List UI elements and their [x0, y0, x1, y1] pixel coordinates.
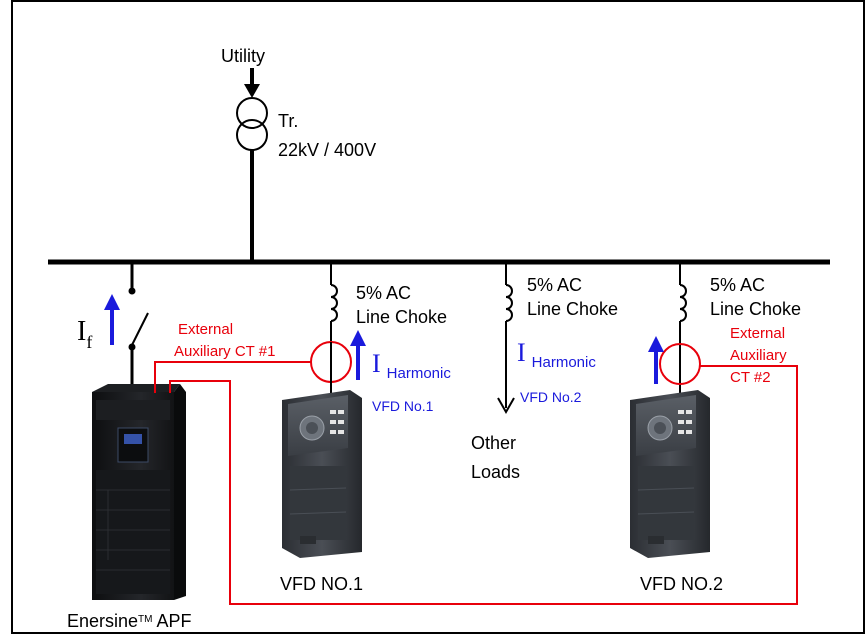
feeder2-choke-icon: [505, 284, 513, 322]
feeder3-choke-line2: Line Choke: [710, 299, 801, 319]
feeder3-choke-line1: 5% AC: [710, 275, 765, 295]
ct2-label-line1: External: [730, 325, 785, 342]
utility-arrow-icon: [244, 84, 260, 98]
ct1-label-line1: External: [178, 321, 233, 338]
vfd2-tag: VFD No.2: [520, 389, 582, 405]
transformer-name: Tr.: [278, 111, 298, 131]
diagram-frame: [11, 0, 865, 634]
apf-current-label: If: [77, 316, 92, 352]
vfd2-label: VFD NO.2: [640, 574, 723, 594]
vfd1-label: VFD NO.1: [280, 574, 363, 594]
feeder1-choke-line2: Line Choke: [356, 307, 447, 327]
ct2-icon: [659, 343, 701, 385]
vfd1-tag: VFD No.1: [372, 398, 434, 414]
transformer-rating: 22kV / 400V: [278, 140, 376, 160]
vfd1-device-image: [282, 390, 362, 558]
apf-switch-top-contact: [128, 287, 136, 295]
transformer-icon: [236, 97, 268, 151]
feeder1-harmonic-arrow-icon: [350, 330, 366, 380]
feeder2-choke-line1: 5% AC: [527, 275, 582, 295]
apf-switch-bottom-contact: [128, 343, 136, 351]
utility-label: Utility: [221, 46, 265, 66]
ct2-label-line2: Auxiliary: [730, 347, 787, 364]
feeder2-choke-line2: Line Choke: [527, 299, 618, 319]
other-loads-arrow-icon: [497, 397, 515, 415]
ct1-label-line2: Auxiliary CT #1: [174, 343, 275, 360]
ct1-wire-outer: [154, 361, 311, 393]
vfd2-device-image: [630, 390, 710, 558]
ct2-label-line3: CT #2: [730, 369, 771, 386]
feeder3-harmonic-arrow-icon: [648, 336, 664, 384]
ct-wire-loop: [169, 365, 798, 605]
apf-switch-blade: [131, 312, 149, 346]
feeder3-choke-icon: [679, 284, 687, 322]
feeder1-choke-icon: [330, 284, 338, 322]
feeder1-choke-line1: 5% AC: [356, 283, 411, 303]
apf-cabinet-image: [92, 384, 186, 600]
apf-current-arrow-icon: [104, 294, 120, 345]
apf-name: EnersineTM APF: [67, 611, 192, 631]
other-loads-line2: Loads: [471, 462, 520, 482]
other-loads-line1: Other: [471, 433, 516, 453]
